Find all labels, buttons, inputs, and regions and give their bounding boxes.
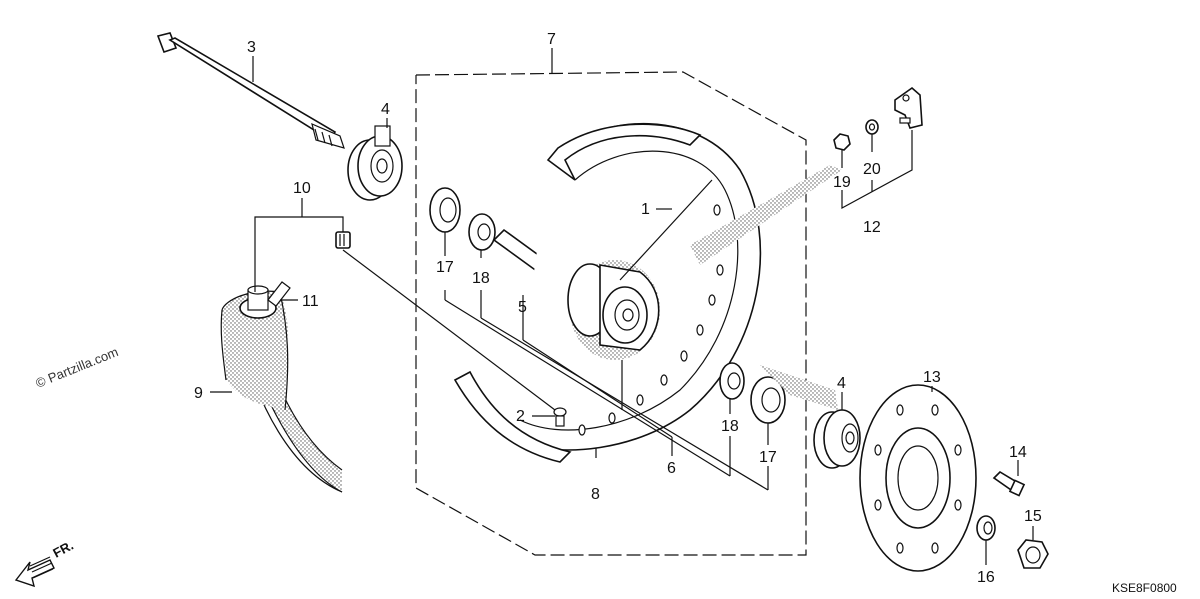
spoke-nipple-part[interactable]	[553, 407, 567, 427]
part-number-9[interactable]: 9	[194, 385, 203, 402]
part-number-4-left[interactable]: 4	[381, 101, 390, 118]
part-number-1[interactable]: 1	[641, 201, 650, 218]
part-number-17-left[interactable]: 17	[436, 259, 454, 276]
part-number-18-left[interactable]: 18	[472, 270, 490, 287]
collar-right-part[interactable]	[813, 409, 861, 469]
collar-left-part[interactable]	[347, 125, 403, 201]
part-number-13[interactable]: 13	[923, 369, 941, 386]
brake-disk-holes	[874, 404, 962, 554]
dust-seal-left-part[interactable]	[429, 187, 461, 233]
valve-cap-part[interactable]	[335, 231, 351, 249]
washer-part[interactable]	[976, 515, 996, 541]
part-number-3[interactable]: 3	[247, 39, 256, 56]
part-number-2[interactable]: 2	[516, 408, 525, 425]
part-number-20[interactable]: 20	[863, 161, 881, 178]
part-number-7[interactable]: 7	[547, 31, 556, 48]
bearing-right-part[interactable]	[719, 362, 745, 400]
part-number-4-right[interactable]: 4	[837, 375, 846, 392]
front-direction-label: FR.	[50, 538, 76, 561]
front-direction-arrow-icon	[14, 556, 55, 588]
sensor-bracket-part[interactable]	[894, 86, 923, 129]
bearing-left-part[interactable]	[468, 213, 496, 251]
part-number-8[interactable]: 8	[591, 486, 600, 503]
part-number-17-right[interactable]: 17	[759, 449, 777, 466]
part-number-11[interactable]: 11	[302, 293, 319, 310]
assembly-outline	[415, 71, 807, 556]
part-number-18-right[interactable]: 18	[721, 418, 739, 435]
axle-nut-part[interactable]	[1017, 539, 1049, 569]
diagram-code: KSE8F0800	[1112, 581, 1177, 595]
axle-part[interactable]	[156, 32, 345, 149]
part-number-15[interactable]: 15	[1024, 508, 1042, 525]
washer-20-part[interactable]	[865, 119, 879, 135]
brake-disk-part[interactable]	[859, 384, 977, 572]
part-number-14[interactable]: 14	[1009, 444, 1027, 461]
part-number-labels: 1 2 3 4 4 5 6 7 8 9 10 11 12 13 14 15 16…	[194, 31, 1042, 586]
part-number-5[interactable]: 5	[518, 299, 527, 316]
disk-bolt-part[interactable]	[992, 470, 1026, 497]
dust-seal-right-part[interactable]	[750, 376, 786, 424]
part-number-10[interactable]: 10	[293, 180, 311, 197]
nut-19-part[interactable]	[833, 133, 851, 151]
hub-part[interactable]	[567, 260, 660, 360]
leader-lines	[210, 48, 1034, 565]
part-number-16[interactable]: 16	[977, 569, 995, 586]
part-number-6[interactable]: 6	[667, 460, 676, 477]
rim-spoke-holes	[578, 204, 726, 436]
watermark: © Partzilla.com	[34, 344, 121, 391]
tube-part[interactable]	[220, 281, 291, 411]
part-number-12[interactable]: 12	[863, 219, 881, 236]
spoke-part[interactable]	[619, 179, 713, 281]
part-number-19[interactable]: 19	[833, 174, 851, 191]
